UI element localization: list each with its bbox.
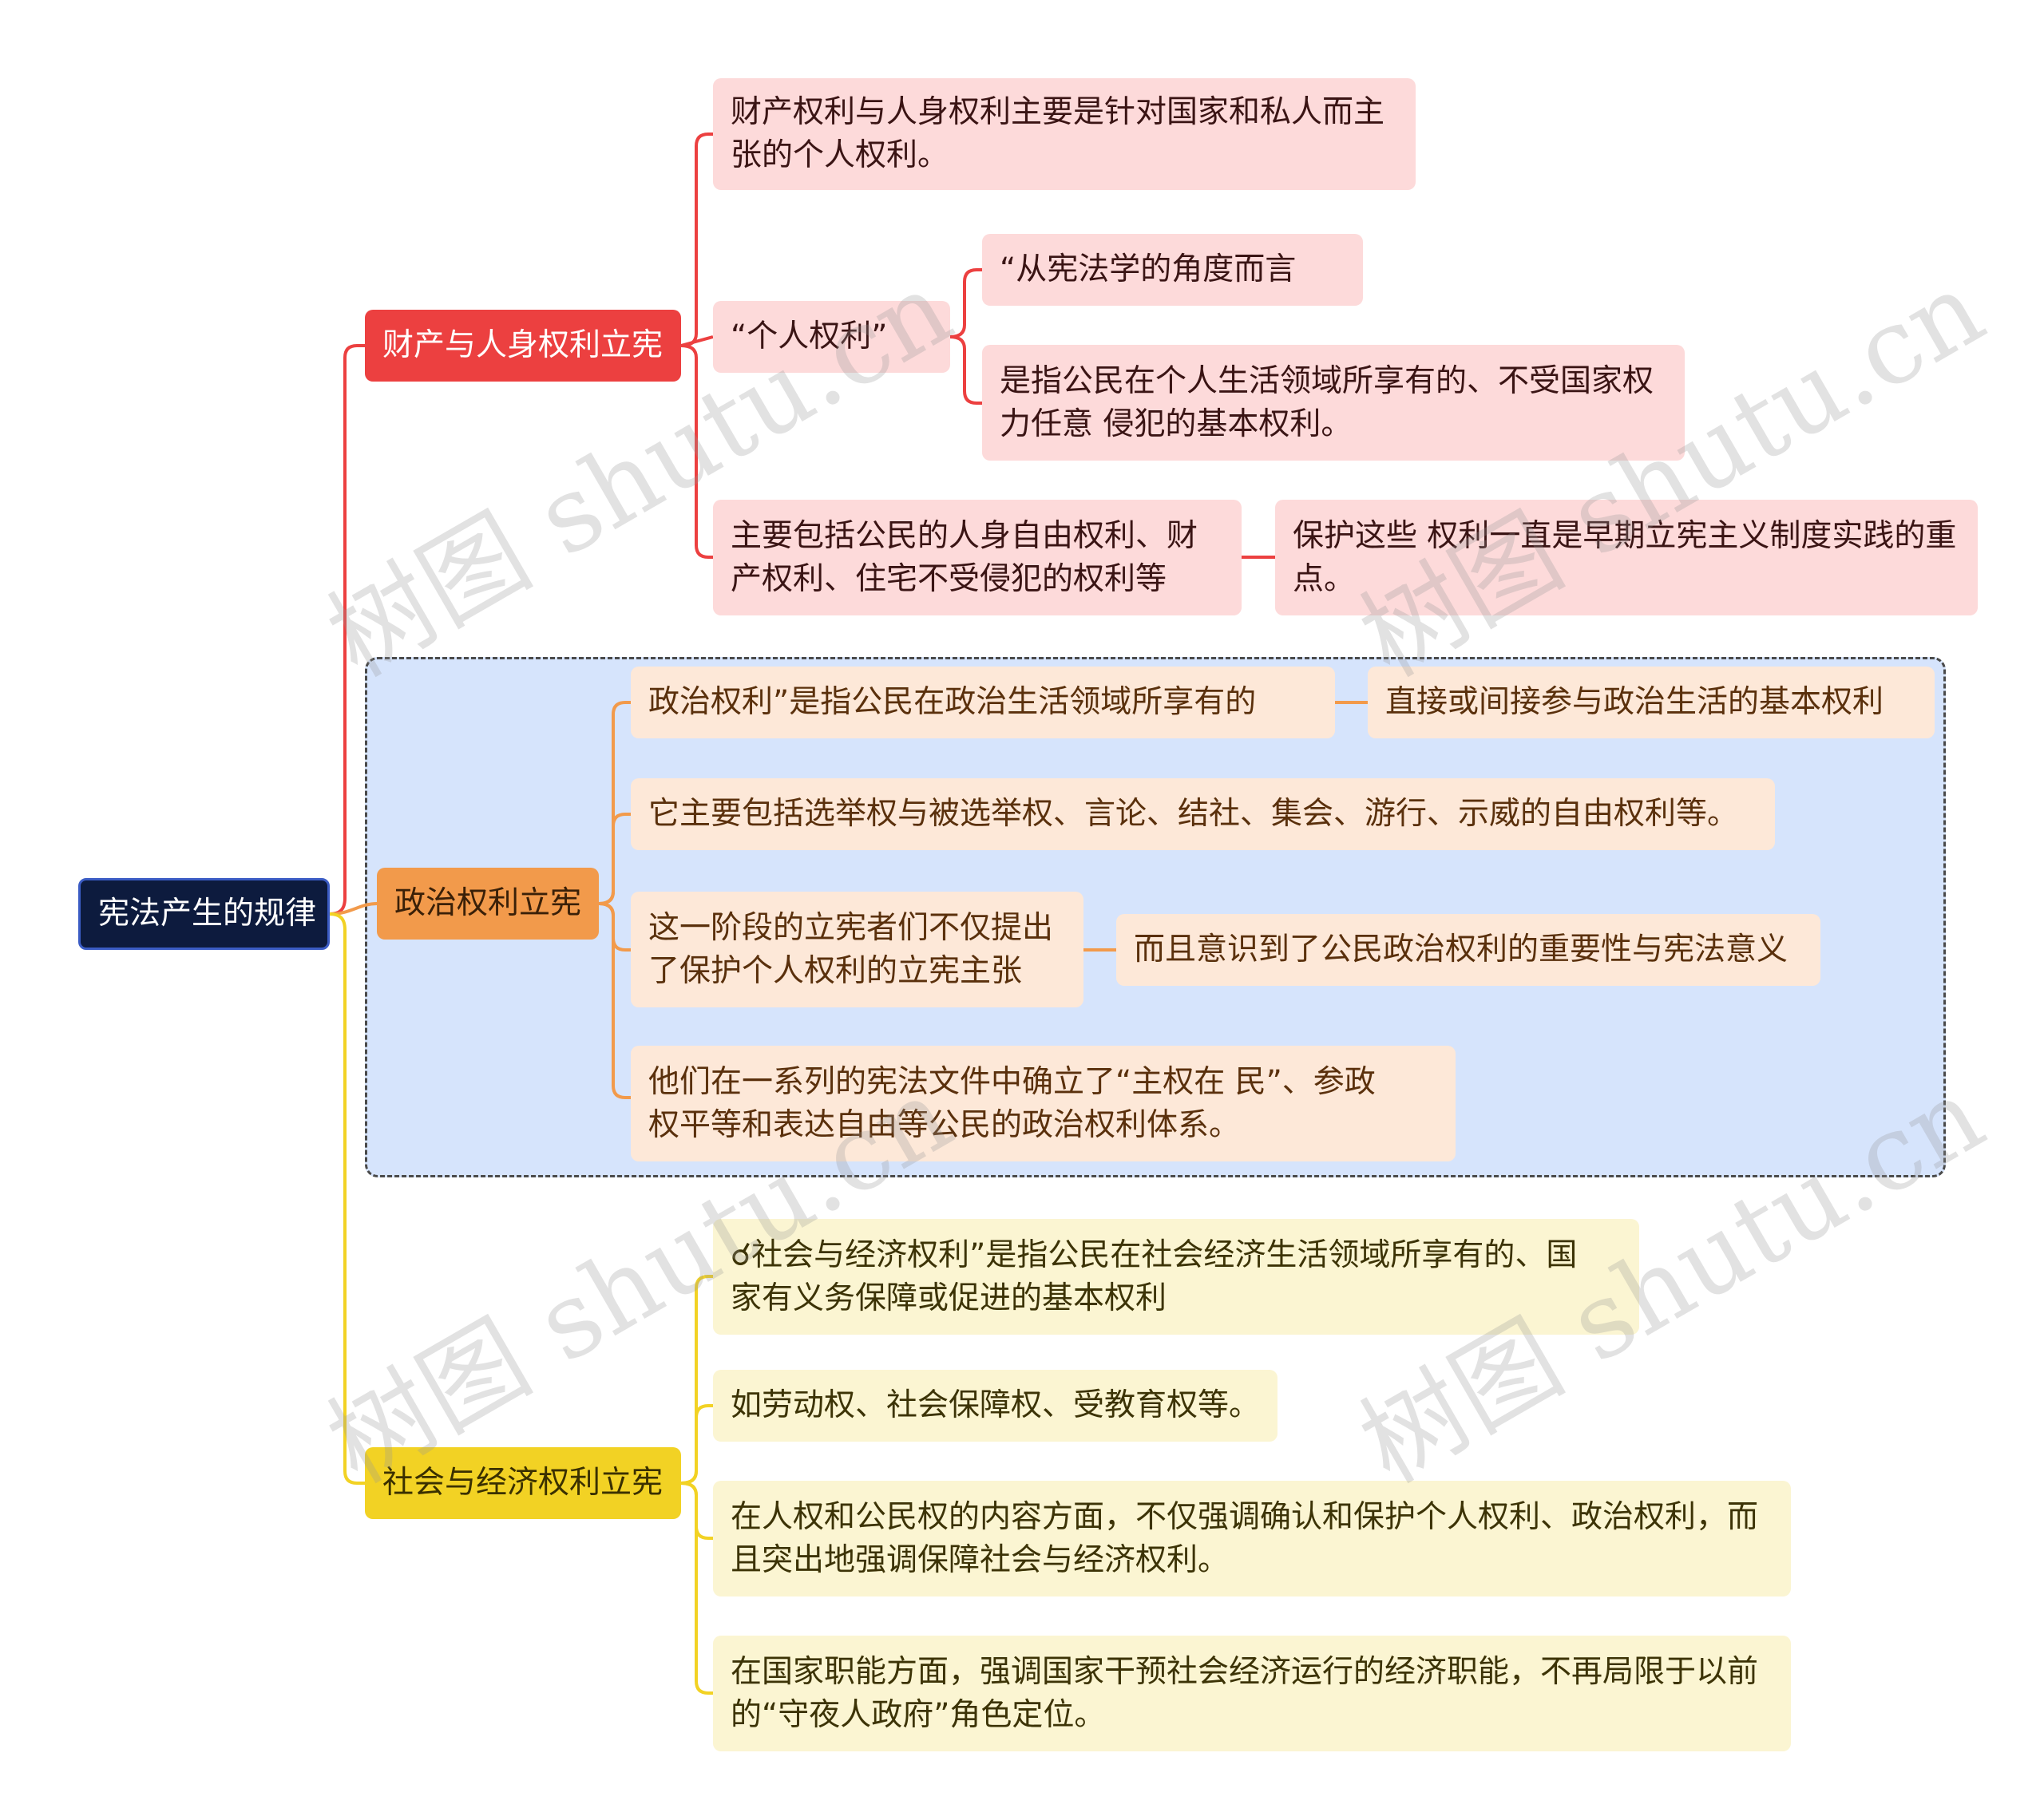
social-content-text: 在人权和公民权的内容方面，不仅强调确认和保护个人权利、政治权利，而 且突出地强调… [731,1498,1759,1578]
social-function-text: 在国家职能方面，强调国家干预社会经济运行的经济职能，不再局限于以前 的“守夜人政… [731,1653,1759,1733]
political-stage-cont-text: 而且意识到了公民政治权利的重要性与宪法意义 [1134,932,1788,967]
property-summary-text: 财产权利与人身权利主要是针对国家和私人而主 张的个人权利。 [731,94,1385,173]
political-definition-node[interactable]: 政治权利”是指公民在政治生活领域所享有的 [631,667,1335,738]
perspective-text: “从宪法学的角度而言 [1000,251,1297,287]
political-system-text: 他们在一系列的宪法文件中确立了“主权在 民”、参政 权平等和表达自由等公民的政治… [648,1063,1376,1143]
social-definition-node[interactable]: ☌社会与经济权利”是指公民在社会经济生活领域所享有的、国 家有义务保障或促进的基… [713,1219,1639,1335]
political-definition-cont-text: 直接或间接参与政治生活的基本权利 [1385,684,1884,720]
root-label: 宪法产生的规律 [98,896,317,932]
root-node[interactable]: 宪法产生的规律 [78,878,330,950]
branch-property-rights[interactable]: 财产与人身权利立宪 [365,310,681,382]
social-function-node[interactable]: 在国家职能方面，强调国家干预社会经济运行的经济职能，不再局限于以前 的“守夜人政… [713,1636,1791,1751]
property-focus-node[interactable]: 保护这些 权利一直是早期立宪主义制度实践的重 点。 [1275,500,1978,615]
political-stage-text: 这一阶段的立宪者们不仅提出 了保护个人权利的立宪主张 [648,909,1054,989]
property-focus-text: 保护这些 权利一直是早期立宪主义制度实践的重 点。 [1293,517,1957,597]
property-includes-text: 主要包括公民的人身自由权利、财 产权利、住宅不受侵犯的权利等 [731,517,1198,597]
political-definition-cont-node[interactable]: 直接或间接参与政治生活的基本权利 [1368,667,1935,738]
social-examples-text: 如劳动权、社会保障权、受教育权等。 [731,1387,1261,1423]
social-examples-node[interactable]: 如劳动权、社会保障权、受教育权等。 [713,1370,1278,1442]
social-definition-text: ☌社会与经济权利”是指公民在社会经济生活领域所享有的、国 家有义务保障或促进的基… [731,1236,1578,1316]
political-stage-node[interactable]: 这一阶段的立宪者们不仅提出 了保护个人权利的立宪主张 [631,892,1083,1007]
branch-social-rights[interactable]: 社会与经济权利立宪 [365,1447,681,1519]
perspective-node[interactable]: “从宪法学的角度而言 [982,234,1363,306]
property-summary-node[interactable]: 财产权利与人身权利主要是针对国家和私人而主 张的个人权利。 [713,78,1416,190]
political-includes-text: 它主要包括选举权与被选举权、言论、结社、集会、游行、示威的自由权利等。 [648,796,1739,832]
political-system-node[interactable]: 他们在一系列的宪法文件中确立了“主权在 民”、参政 权平等和表达自由等公民的政治… [631,1046,1456,1161]
political-includes-node[interactable]: 它主要包括选举权与被选举权、言论、结社、集会、游行、示威的自由权利等。 [631,778,1775,850]
branch-social-label: 社会与经济权利立宪 [382,1465,664,1501]
personal-rights-text: “个人权利” [731,318,888,354]
personal-rights-definition-text: 是指公民在个人生活领域所享有的、不受国家权 力任意 侵犯的基本权利。 [1000,362,1654,442]
political-stage-cont-node[interactable]: 而且意识到了公民政治权利的重要性与宪法意义 [1116,914,1820,986]
property-includes-node[interactable]: 主要包括公民的人身自由权利、财 产权利、住宅不受侵犯的权利等 [713,500,1242,615]
political-definition-text: 政治权利”是指公民在政治生活领域所享有的 [648,684,1257,720]
branch-political-label: 政治权利立宪 [394,885,582,921]
social-content-node[interactable]: 在人权和公民权的内容方面，不仅强调确认和保护个人权利、政治权利，而 且突出地强调… [713,1481,1791,1596]
personal-rights-definition-node[interactable]: 是指公民在个人生活领域所享有的、不受国家权 力任意 侵犯的基本权利。 [982,345,1685,461]
branch-property-label: 财产与人身权利立宪 [382,327,664,363]
personal-rights-node[interactable]: “个人权利” [713,301,950,373]
branch-political-rights[interactable]: 政治权利立宪 [377,868,599,940]
